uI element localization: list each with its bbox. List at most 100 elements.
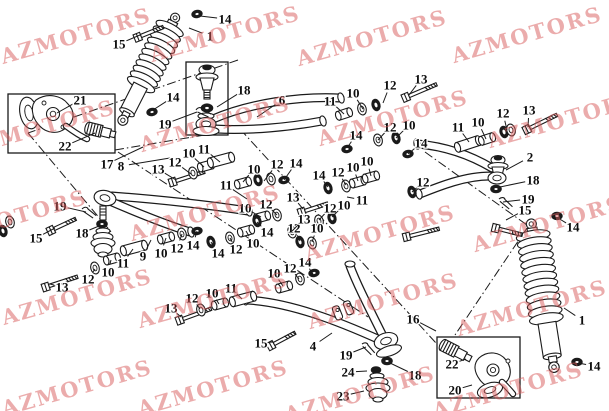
part-number-callout: 14	[299, 255, 313, 270]
watermark-text: AZMOTORS	[0, 184, 90, 251]
callout-leader-line	[126, 34, 141, 42]
callout-leader-line	[308, 268, 314, 275]
part-number-callout: 11	[356, 193, 368, 208]
watermark-text: AZMOTORS	[0, 2, 154, 69]
callout-leader-line	[319, 332, 333, 342]
callout-leader-line	[72, 132, 96, 144]
callout-leader-line	[294, 273, 300, 280]
callout-leader-line	[335, 106, 345, 115]
callout-leader-line	[411, 187, 418, 193]
part-number-callout: 10	[338, 198, 351, 213]
callout-leader-line	[502, 199, 521, 203]
part-number-callout: 20	[449, 383, 462, 398]
callout-leader-line	[245, 230, 250, 237]
callout-leader-line	[355, 370, 368, 373]
callout-leader-line	[311, 235, 315, 243]
part-number-callout: 19	[159, 117, 173, 132]
part-number-callout: 23	[337, 389, 351, 404]
callout-leader-line	[504, 120, 508, 131]
part-number-callout: 10	[347, 86, 360, 101]
callout-leader-line	[242, 174, 250, 183]
part-number-callout: 19	[340, 348, 354, 363]
callout-leader-line	[251, 211, 262, 218]
callout-leader-line	[278, 279, 284, 287]
left-lower-ball-joint-assembly	[80, 189, 117, 258]
callout-leader-line	[67, 207, 87, 213]
part-number-callout: 12	[169, 155, 182, 170]
cotter-pin	[496, 196, 515, 211]
left-axle-shaft	[84, 121, 117, 139]
part-number-callout: 12	[332, 165, 345, 180]
part-number-callout: 13	[165, 301, 179, 316]
callout-leader-line	[209, 153, 221, 163]
part-number-callout: 10	[239, 201, 252, 216]
part-number-callout: 14	[313, 168, 327, 183]
callout-leader-line	[163, 237, 167, 246]
watermark-text: AZMOTORS	[0, 354, 155, 411]
part-number-callout: 14	[567, 220, 581, 235]
part-number-callout: 14	[588, 359, 602, 374]
callout-leader-line	[199, 15, 218, 19]
callout-leader-line	[179, 233, 183, 241]
part-number-callout: 2	[527, 150, 534, 165]
locknut	[145, 106, 159, 118]
callout-leader-line	[113, 146, 144, 162]
washer	[321, 180, 335, 196]
locknut	[190, 8, 204, 20]
part-number-callout: 13	[415, 72, 429, 87]
part-number-callout: 15	[519, 203, 533, 218]
callout-leader-line	[263, 170, 273, 182]
front-right-shock-absorber	[514, 218, 565, 373]
part-number-callout: 13	[298, 212, 312, 227]
callout-leader-line	[271, 209, 278, 216]
callout-leader-line	[389, 362, 409, 372]
callout-leader-line	[194, 230, 198, 238]
part-number-callout: 12	[417, 175, 430, 190]
part-number-callout: 10	[248, 162, 261, 177]
watermark-text: AZMOTORS	[293, 4, 451, 71]
callout-leader-line	[499, 181, 526, 188]
lower-ball-joint-assembly	[359, 331, 403, 403]
watermark-text: AZMOTORS	[281, 360, 439, 411]
left-steering-knuckle	[19, 95, 91, 143]
callout-leader-line	[172, 111, 198, 122]
part-number-callout: 10	[268, 266, 281, 281]
callout-leader-line	[459, 358, 467, 362]
part-number-callout: 9	[140, 249, 147, 264]
part-number-callout: 15	[30, 231, 44, 246]
callout-leader-line	[323, 181, 329, 188]
callout-leader-line	[563, 307, 576, 317]
part-number-callout: 14	[350, 128, 364, 143]
callout-leader-line	[462, 133, 470, 143]
callout-leader-line	[505, 160, 524, 171]
watermark-text: AZMOTORS	[448, 1, 606, 68]
part-number-callout: 18	[527, 173, 541, 188]
part-number-callout: 11	[198, 142, 210, 157]
callout-leader-line	[395, 130, 404, 139]
part-number-callout: 10	[311, 221, 324, 236]
part-number-callout: 19	[522, 192, 536, 207]
part-number-callout: 6	[279, 93, 286, 108]
part-number-callout: 22	[446, 357, 459, 372]
bolt	[265, 328, 298, 352]
upper-right-a-arm	[413, 138, 497, 200]
part-number-callout: 22	[59, 139, 72, 154]
callout-leader-line	[146, 239, 152, 250]
part-number-callout: 10	[361, 154, 374, 169]
callout-leader-line	[341, 178, 347, 186]
part-number-callout: 15	[255, 336, 269, 351]
part-number-callout: 10	[247, 236, 260, 251]
part-number-callout: 10	[102, 265, 115, 280]
callout-leader-line	[152, 100, 167, 111]
front-left-shock-absorber	[117, 12, 186, 126]
callout-leader-line	[181, 166, 192, 175]
callout-leader-line	[355, 174, 359, 182]
callout-leader-line	[377, 132, 385, 141]
part-number-callout: 12	[230, 242, 243, 257]
part-number-callout: 15	[113, 37, 127, 52]
callout-leader-line	[164, 172, 177, 181]
right-upper-ball-joint	[487, 154, 515, 211]
callout-leader-line	[196, 304, 201, 310]
callout-leader-line	[283, 169, 292, 181]
part-number-callout: 12	[271, 157, 284, 172]
